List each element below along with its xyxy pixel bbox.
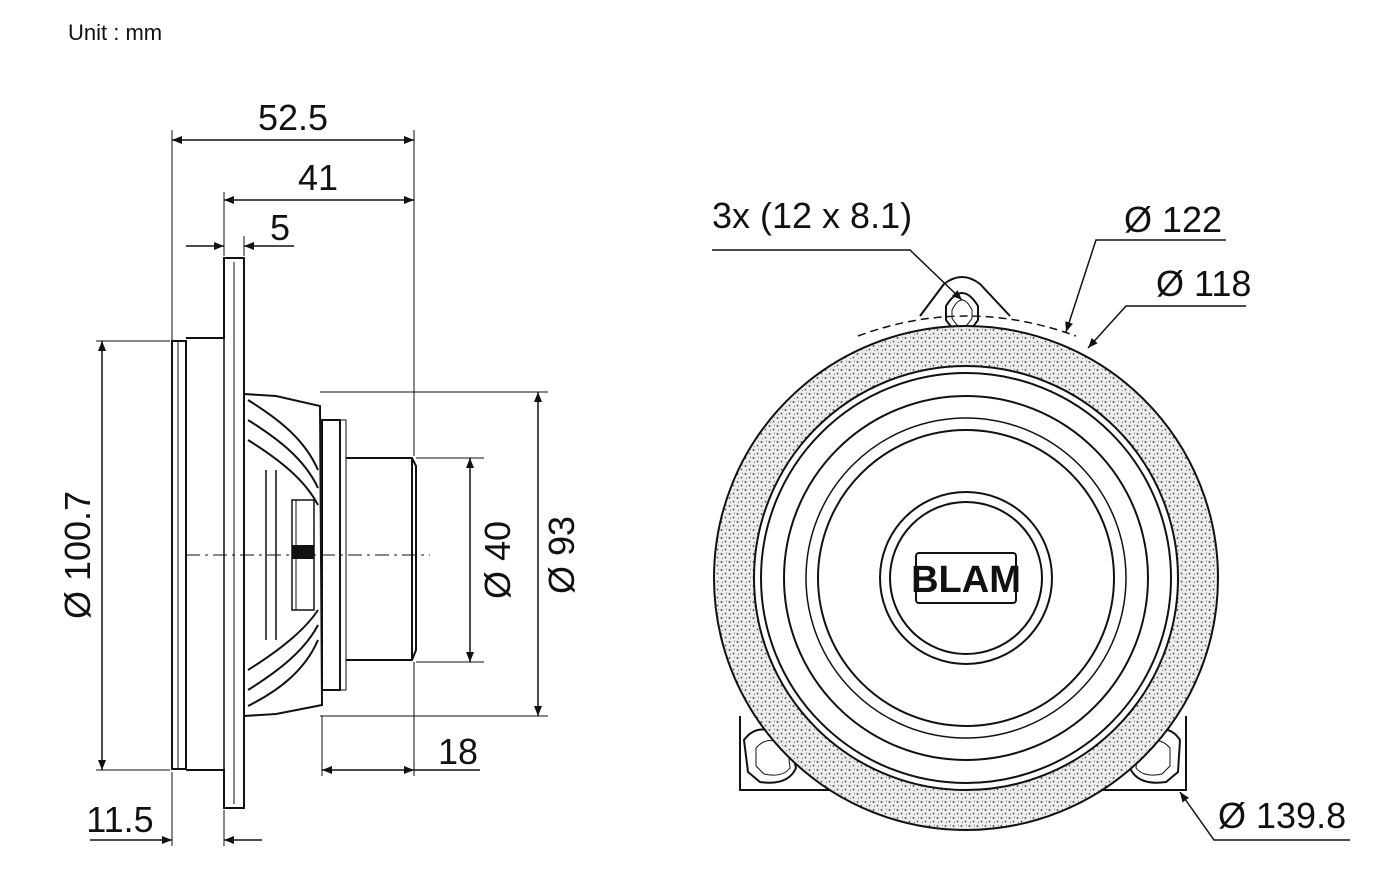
front-gasket: [171, 340, 187, 770]
surround-inner: [783, 395, 1149, 761]
leader-diameter-139-8: [1179, 791, 1350, 841]
unit-label: Unit : mm: [68, 20, 162, 45]
surround-outer: [760, 372, 1172, 784]
leader-diameter-122: [1065, 239, 1226, 333]
dim-diameter-122: Ø 122: [1124, 199, 1222, 240]
dust-cap-inner: [889, 501, 1043, 655]
mounting-hole-left: [742, 728, 798, 784]
speaker-basket: [243, 393, 324, 717]
dim-flange-5: 5: [270, 207, 290, 248]
dim-diameter-118: Ø 118: [1156, 263, 1251, 304]
dim-diameter-139-8: Ø 139.8: [1218, 795, 1346, 836]
dim-diameter-40: Ø 40: [477, 521, 518, 599]
dim-depth-41: 41: [298, 157, 338, 198]
magnet: [346, 457, 417, 661]
dim-overall-depth: 52.5: [258, 97, 328, 138]
cone: [817, 429, 1115, 727]
dim-depth-11-5: 11.5: [86, 799, 153, 840]
leader-diameter-118: [1087, 305, 1246, 349]
dust-cap-outer: [879, 491, 1053, 665]
dim-depth-18: 18: [438, 731, 478, 772]
side-view: 52.5 41 5 Ø 100.7 Ø 40 Ø 93 18 11.5: [57, 97, 582, 846]
dim-mounting-holes: 3x (12 x 8.1): [712, 195, 912, 236]
leader-mounting-holes: [712, 249, 963, 301]
mounting-flange: [186, 257, 245, 809]
brand-logo: BLAM: [911, 559, 1021, 601]
dim-diameter-100-7: Ø 100.7: [57, 491, 98, 619]
diameter-122-arc: [857, 315, 1077, 337]
dim-diameter-93: Ø 93: [541, 516, 582, 594]
front-view: BLAM 3x (12 x 8.1) Ø 122 Ø 118 Ø 139.8: [712, 195, 1350, 841]
logo-plate: [915, 552, 1017, 604]
